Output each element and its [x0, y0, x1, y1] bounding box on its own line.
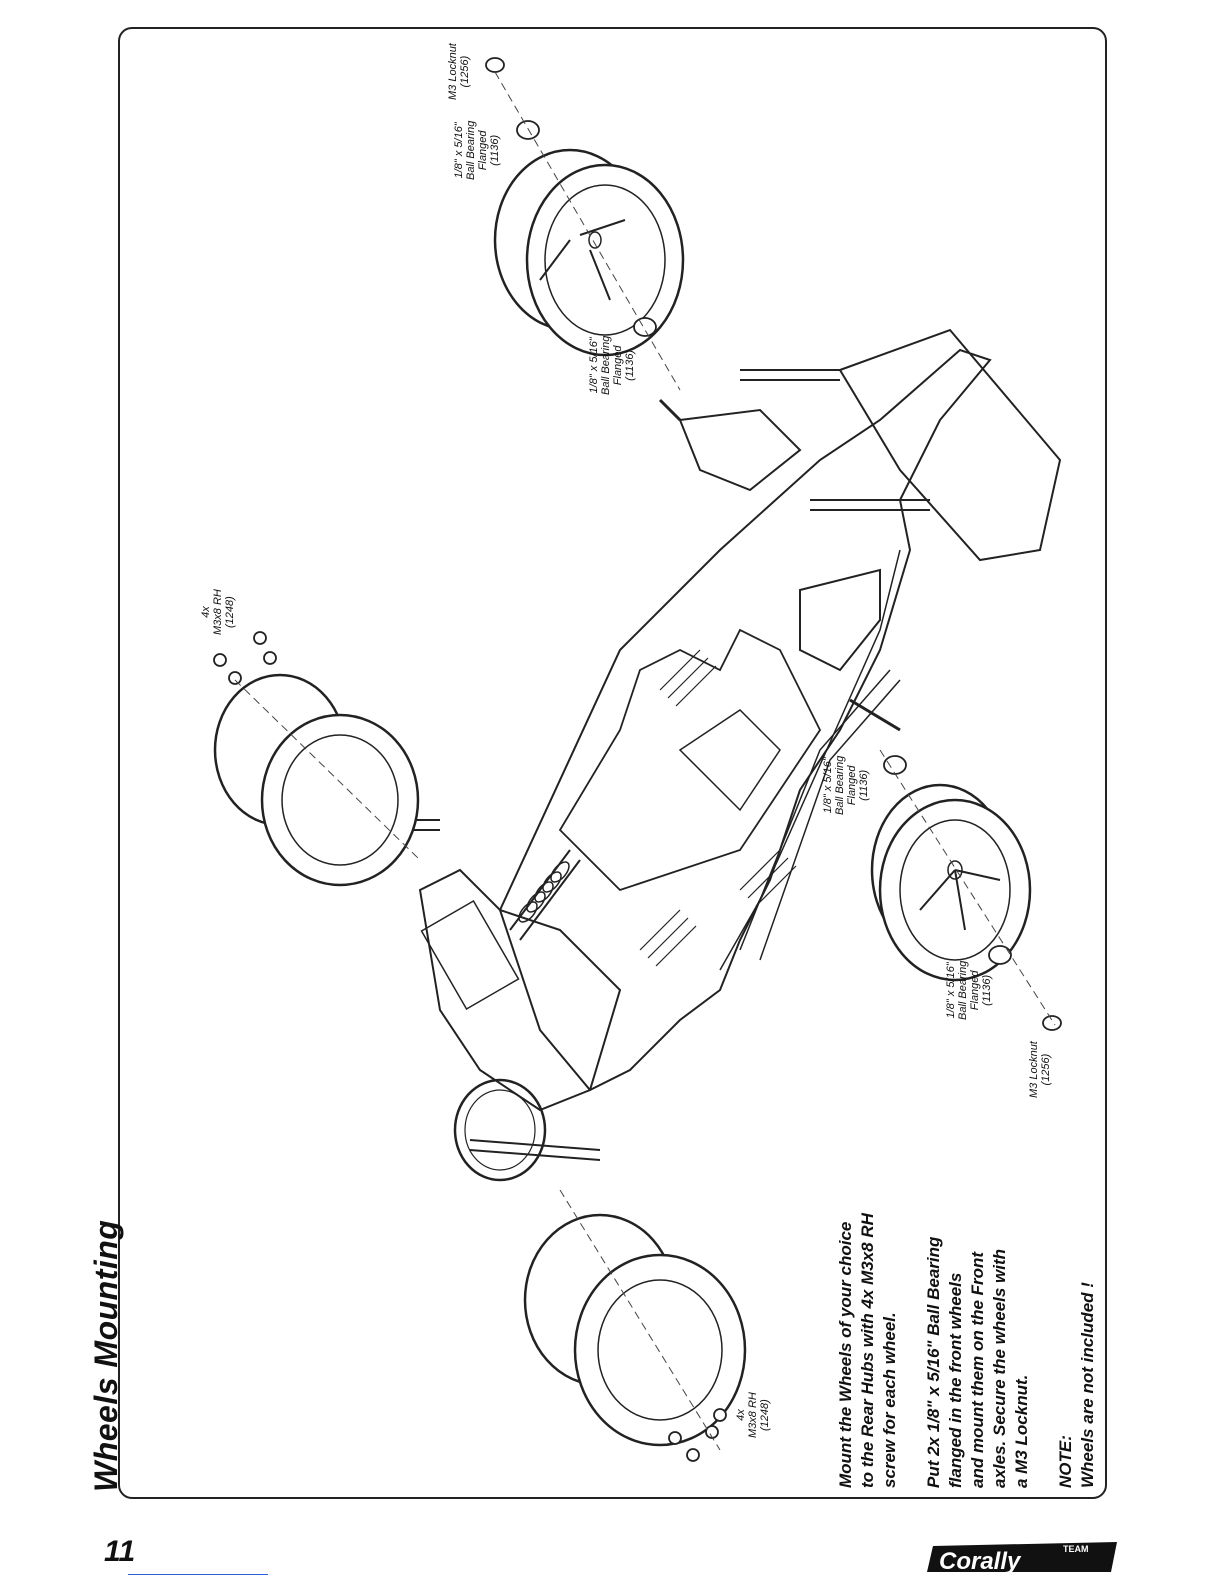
callout-bearing-top-outer: 1/8" x 5/16"Ball Bearing Flanged(1136): [453, 120, 501, 180]
chassis-plate: [498, 348, 992, 1092]
top-deck: [558, 628, 822, 892]
rear-wheel-lower: [523, 1213, 747, 1447]
front-wheel-right: [493, 148, 685, 357]
logo-main-text: Corally: [939, 1548, 1022, 1575]
rear-pod: [418, 868, 622, 1112]
instructions-block: Mount the Wheels of your choice to the R…: [835, 1213, 1099, 1488]
instruction-line: a M3 Locknut.: [1012, 1374, 1031, 1488]
note-text: Wheels are not included !: [1078, 1282, 1097, 1488]
page-number: 11: [104, 1535, 136, 1568]
instruction-line: axles. Secure the wheels with: [990, 1248, 1009, 1488]
bearing-top-outer: [516, 120, 540, 140]
bearing-bottom-outer: [988, 945, 1012, 965]
bearing-bottom-inner: [883, 755, 907, 775]
instruction-line: screw for each wheel.: [880, 1312, 899, 1488]
instruction-line: flanged in the front wheels: [946, 1272, 965, 1488]
callout-locknut-bottom: M3 Locknut(1256): [1028, 1041, 1052, 1098]
locknut-top: [485, 57, 505, 73]
callout-bearing-bottom-inner: 1/8" x 5/16"Ball Bearing Flanged(1136): [822, 755, 870, 815]
screws-upper: [213, 631, 277, 685]
locknut-bottom: [1042, 1015, 1062, 1031]
footer-link-line: [128, 1574, 268, 1575]
front-plate: [838, 328, 1062, 562]
rear-wheel-upper: [213, 673, 420, 887]
front-arm-lower: [799, 568, 881, 672]
front-wheel-left: [870, 783, 1032, 982]
chassis-exploded-drawing: [213, 57, 1062, 1462]
instruction-line: and mount them on the Front: [968, 1251, 987, 1488]
callout-locknut-top: M3 Locknut(1256): [447, 43, 471, 100]
instruction-line: Put 2x 1/8" x 5/16" Ball Bearing: [924, 1236, 943, 1488]
spur-gear: [453, 1078, 547, 1182]
team-corally-logo: TEAM Corally: [927, 1542, 1117, 1575]
logo-team-text: TEAM: [1063, 1544, 1089, 1554]
instruction-line: Mount the Wheels of your choice: [836, 1221, 855, 1488]
screws-lower: [668, 1408, 727, 1462]
shock-spring: [518, 861, 570, 923]
instruction-line: to the Rear Hubs with 4x M3x8 RH: [858, 1213, 877, 1488]
note-label: NOTE:: [1056, 1435, 1075, 1488]
bearing-top-inner: [633, 317, 657, 337]
front-arm-upper: [678, 408, 802, 492]
callout-bearing-bottom-outer: 1/8" x 5/16"Ball Bearing Flanged(1136): [945, 960, 993, 1020]
rear-axle-lower: [469, 1139, 601, 1161]
callout-bearing-top-inner: 1/8" x 5/16"Ball Bearing Flanged(1136): [588, 335, 636, 395]
